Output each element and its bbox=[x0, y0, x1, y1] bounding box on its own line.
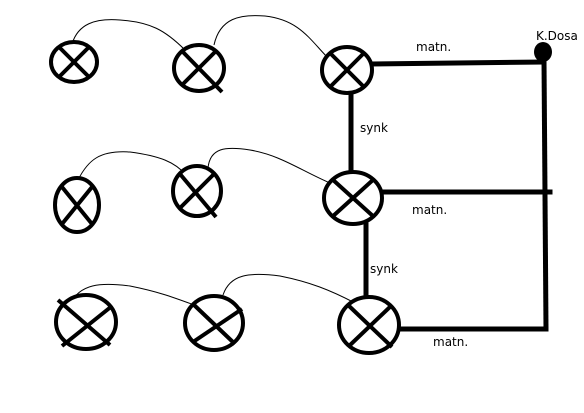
matn-line-top bbox=[369, 59, 546, 67]
junction-box-icon bbox=[534, 42, 552, 62]
wire-row2-a bbox=[77, 151, 187, 181]
synk-label-upper: synk bbox=[360, 121, 388, 135]
wire-row2-b bbox=[207, 147, 331, 184]
matn-label-top: matn. bbox=[416, 40, 451, 54]
lamp-icon bbox=[171, 164, 223, 219]
wire-row1-a bbox=[71, 19, 186, 51]
synk-label-lower: synk bbox=[370, 262, 398, 276]
thin-wires bbox=[69, 15, 356, 307]
thick-wires bbox=[348, 57, 553, 332]
kdosa-label: K.Dosa bbox=[536, 29, 578, 43]
lamp-icon bbox=[49, 40, 99, 84]
lamp-icon bbox=[172, 43, 226, 94]
wire-row3-b bbox=[222, 273, 356, 304]
matn-label-mid: matn. bbox=[412, 203, 447, 217]
matn-label-bottom: matn. bbox=[433, 335, 468, 349]
lamp-icon bbox=[322, 170, 384, 226]
wire-row1-b bbox=[213, 15, 331, 61]
lamps bbox=[49, 40, 401, 355]
lamp-icon bbox=[337, 295, 401, 355]
vertical-line-right bbox=[541, 57, 549, 332]
lamp-icon bbox=[320, 45, 374, 95]
lamp-icon bbox=[54, 293, 118, 351]
lamp-icon bbox=[183, 294, 245, 352]
wire-row3-a bbox=[69, 283, 198, 307]
lamp-icon bbox=[53, 176, 101, 234]
